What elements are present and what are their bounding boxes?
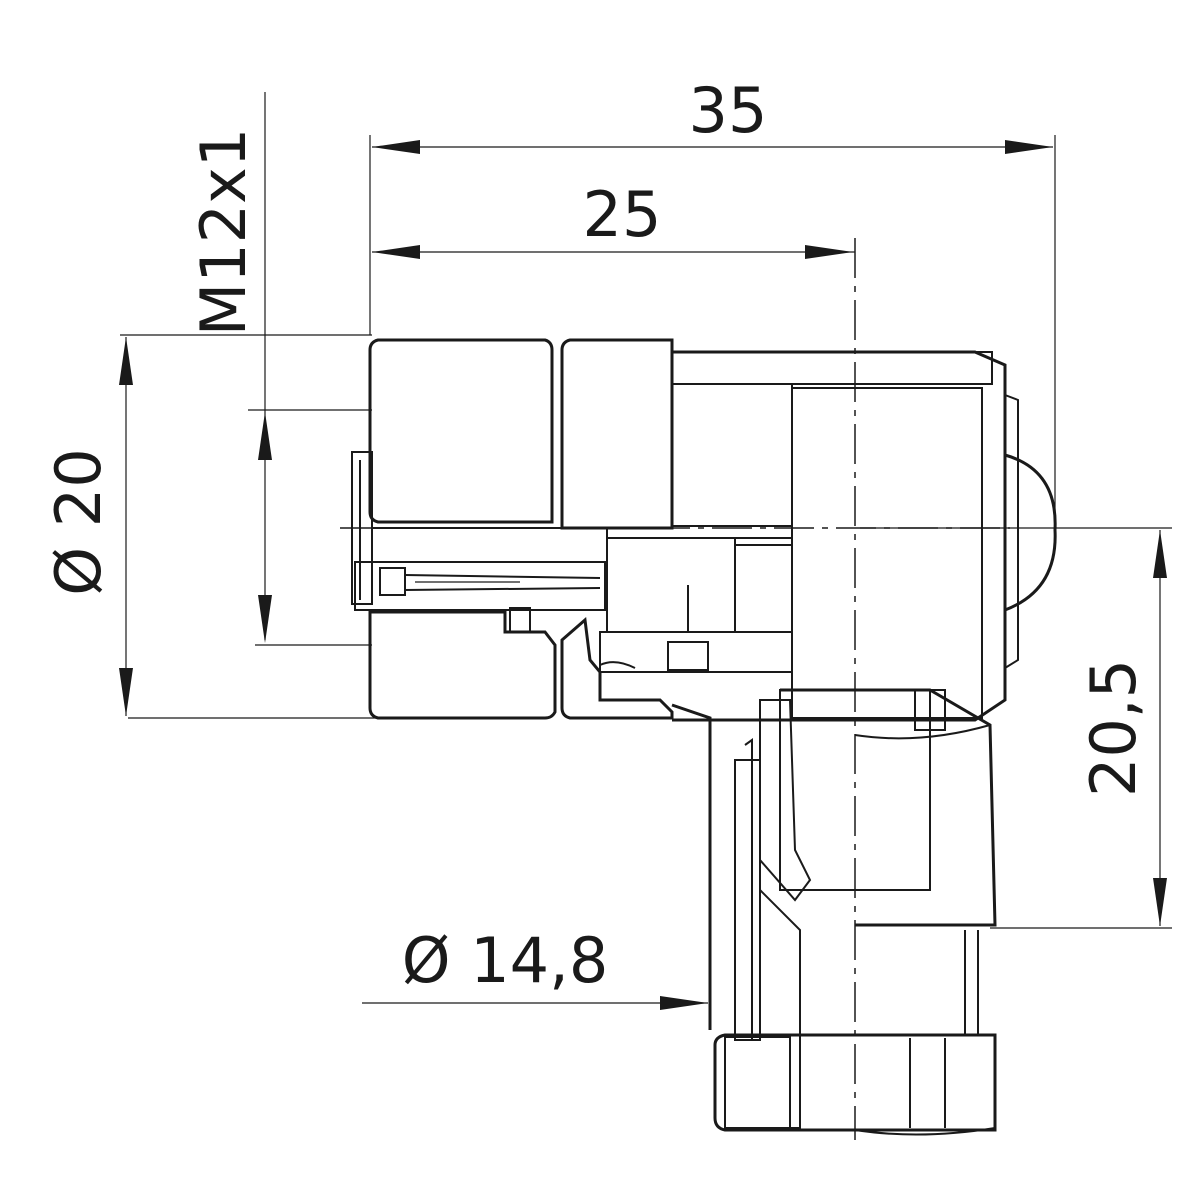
cable-nut [713,887,997,1136]
dimension-cable-diameter: Ø 14,8 [362,924,708,1010]
lower-flange [368,607,793,720]
cable-diameter-label: Ø 14,8 [402,924,609,997]
outer-diameter-label: Ø 20 [42,448,115,595]
thread-label: M12x1 [187,128,260,337]
dimension-thread: M12x1 [187,92,372,646]
dimension-overall-length: 35 [369,74,1056,520]
elbow-outlet [671,688,997,1041]
height-label: 20,5 [1077,659,1150,797]
contact-insert [354,527,793,633]
dimension-outer-diameter: Ø 20 [42,334,380,719]
dimension-height: 20,5 [860,527,1172,929]
coupling-nut [351,338,674,605]
overall-length-label: 35 [689,74,768,147]
housing-body [671,350,1057,722]
center-length-label: 25 [583,178,662,251]
dimension-center-length: 25 [372,178,855,259]
